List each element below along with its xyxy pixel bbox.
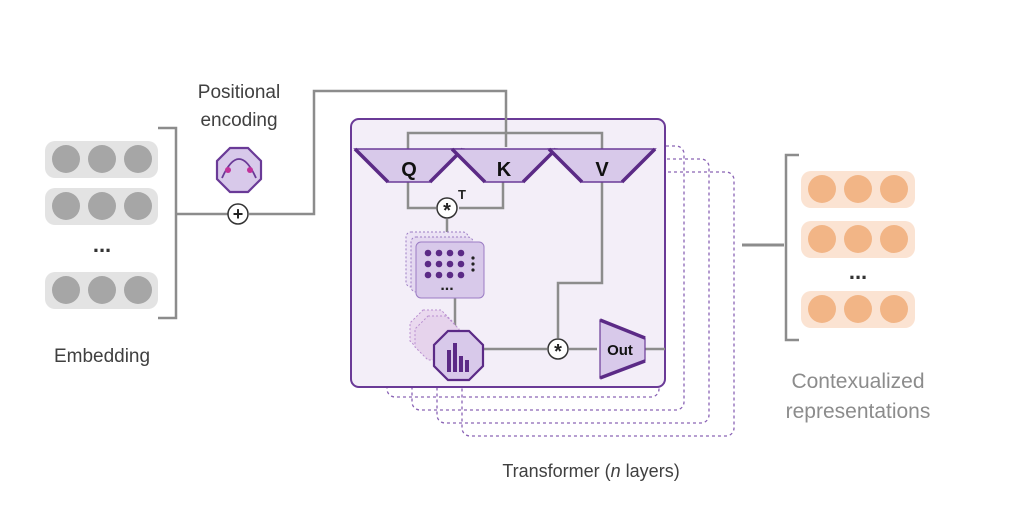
k-to-mul-line	[459, 180, 505, 210]
output-row	[801, 221, 915, 258]
out-label: Out	[607, 342, 633, 359]
embedding-rows	[45, 141, 158, 309]
output-row	[801, 171, 915, 208]
attention-matrix: ...	[405, 231, 485, 299]
qk-multiply-node: * T	[436, 187, 466, 222]
qkv-bus-line	[406, 131, 604, 149]
transformer-caption: Transformer (n layers)	[502, 461, 679, 481]
output-bracket	[784, 153, 799, 342]
embedding-row	[45, 272, 158, 309]
transpose-label: T	[458, 187, 466, 202]
av-multiply-symbol: *	[554, 341, 562, 363]
plus-to-block-line	[249, 89, 508, 216]
v-to-mul-line	[556, 180, 604, 338]
output-row	[801, 291, 915, 328]
k-label: K	[497, 159, 512, 181]
embedding-row	[45, 141, 158, 178]
positional-encoding-icon	[215, 146, 263, 194]
connector-lines	[176, 89, 784, 351]
embedding-label: Embedding	[54, 346, 150, 367]
q-to-mul-line	[406, 180, 436, 210]
embedding-ellipsis: ...	[93, 232, 111, 257]
matrix-ellipsis: ...	[440, 277, 453, 294]
output-label-line2: representations	[786, 400, 931, 423]
output-ellipsis: ...	[849, 259, 867, 284]
output-label-line1: Contexualized	[791, 370, 924, 393]
v-label: V	[595, 159, 609, 181]
output-rows	[801, 171, 915, 328]
out-projection: Out	[599, 318, 646, 380]
positional-label-line1: Positional	[198, 82, 280, 103]
qk-multiply-symbol: *	[443, 200, 451, 222]
k-projection: K	[450, 147, 558, 184]
embedding-bracket	[158, 126, 178, 320]
embedding-row	[45, 188, 158, 225]
q-label: Q	[401, 159, 417, 181]
av-multiply-node: *	[547, 338, 569, 363]
positional-label-line2: encoding	[200, 110, 277, 131]
softmax-icon	[409, 309, 485, 382]
v-projection: V	[547, 147, 657, 184]
q-projection: Q	[353, 147, 465, 184]
add-symbol: +	[233, 204, 244, 224]
positional-add-node: +	[227, 203, 249, 225]
